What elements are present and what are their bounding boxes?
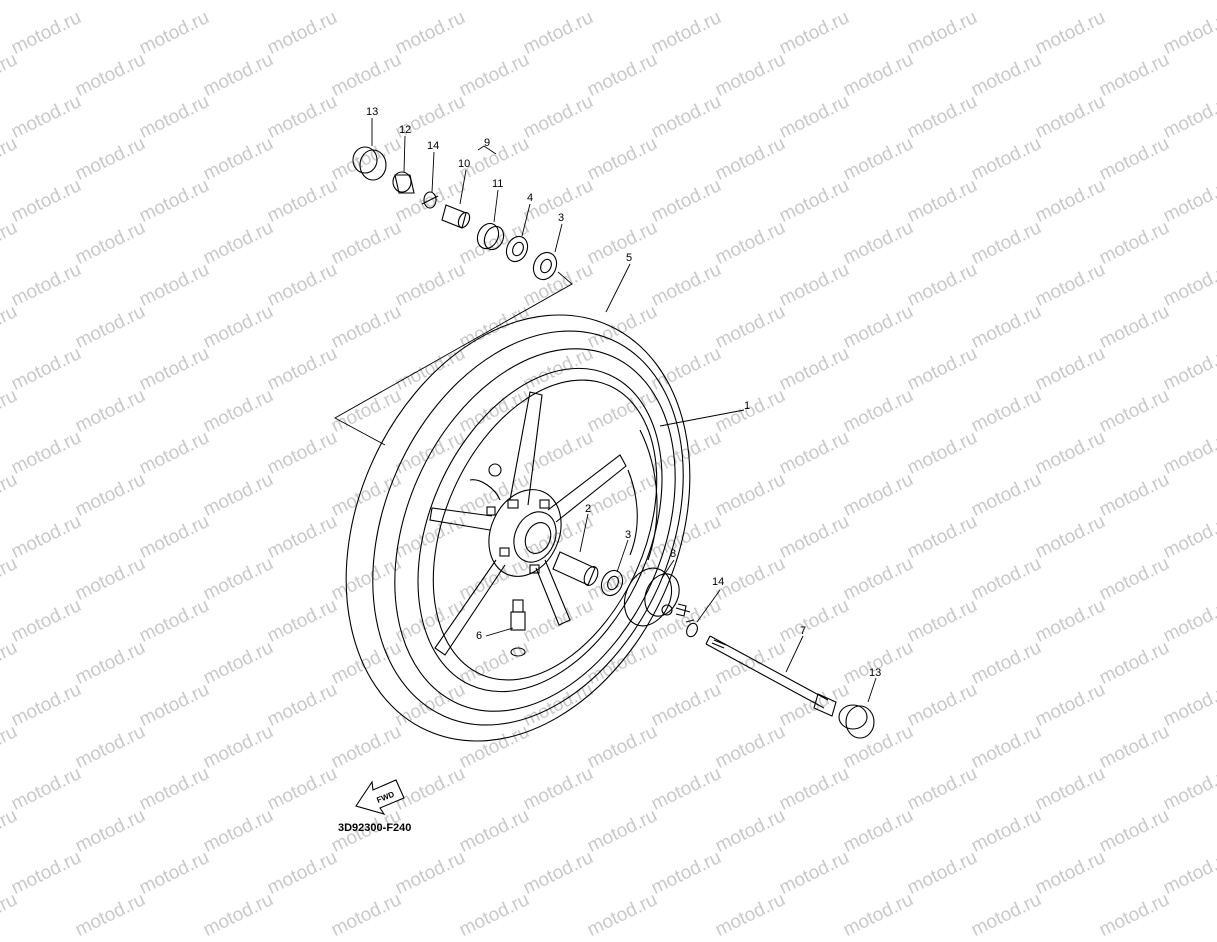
bearing-4	[505, 235, 529, 263]
cap-lower	[838, 704, 875, 739]
callout-4: 4	[527, 192, 533, 204]
callout-14-upper: 14	[427, 140, 439, 152]
cast-wheel-rim	[394, 348, 676, 712]
callout-6: 6	[476, 630, 482, 642]
bearing-lower	[600, 569, 624, 597]
assembly-guide-lines	[334, 271, 573, 446]
callout-3-lower: 3	[625, 529, 631, 541]
oil-seal-11	[476, 222, 505, 251]
callout-14-lower: 14	[712, 576, 724, 588]
spacer	[552, 551, 599, 587]
tire	[345, 314, 691, 742]
collar-lower	[685, 619, 698, 638]
diagram-code: 3D92300-F240	[338, 822, 411, 834]
callout-7: 7	[800, 625, 806, 637]
callout-3-upper: 3	[558, 212, 564, 224]
leader-lines	[371, 118, 877, 703]
cap-upper	[352, 146, 387, 181]
callout-10: 10	[458, 158, 470, 170]
callout-11: 11	[492, 178, 503, 190]
callout-2: 2	[585, 503, 591, 515]
wheel-axle	[705, 635, 837, 717]
callout-8: 8	[670, 548, 676, 560]
oil-seal-10	[441, 204, 471, 229]
wheel-spokes	[429, 391, 627, 656]
wheel-hub	[486, 463, 562, 577]
callout-1: 1	[744, 400, 750, 412]
callout-5: 5	[626, 252, 632, 264]
valve-stem	[510, 599, 526, 657]
callout-9: 9	[484, 137, 490, 149]
callout-12: 12	[399, 124, 411, 136]
forward-arrow-icon	[355, 779, 405, 815]
bearing-3-upper	[532, 251, 558, 281]
callout-13-lower: 13	[869, 667, 881, 679]
meter-gear-unit	[623, 567, 691, 627]
collar-14-upper	[421, 191, 439, 209]
exploded-parts-diagram: FWD 13 12 14 9 10 11 4 3 5 1 2 3 8 14 6 …	[334, 106, 881, 834]
callout-13-upper: 13	[366, 106, 378, 118]
collar-upper	[392, 171, 415, 194]
